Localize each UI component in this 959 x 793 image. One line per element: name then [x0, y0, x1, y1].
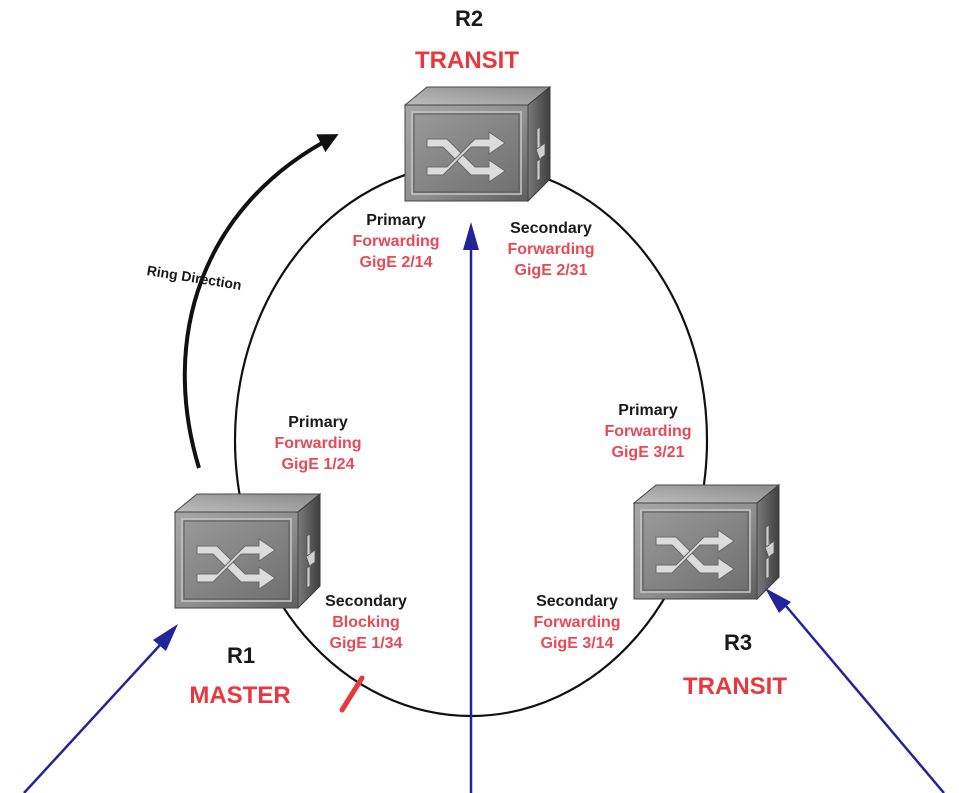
port-title: Secondary	[325, 593, 407, 610]
port-state: Forwarding	[274, 435, 362, 452]
switch-icon-r3[interactable]	[633, 484, 780, 600]
port-title: Secondary	[536, 593, 618, 610]
switch-icon-r2[interactable]	[404, 86, 551, 202]
blocking-mark	[339, 675, 365, 713]
router-role-r1: MASTER	[189, 682, 291, 709]
switch-icon-r1[interactable]	[174, 493, 321, 609]
port-title: Primary	[366, 212, 426, 229]
port-interface: GigE 1/34	[329, 635, 403, 652]
port-r2-secondary: Secondary Forwarding GigE 2/31	[507, 218, 594, 281]
port-r3-primary: Primary Forwarding GigE 3/21	[604, 400, 691, 463]
traffic-arrow-left	[23, 644, 161, 793]
router-role-r2: TRANSIT	[415, 47, 519, 74]
port-state: Blocking	[332, 614, 400, 631]
router-role-r3: TRANSIT	[683, 673, 787, 700]
port-interface: GigE 2/14	[359, 254, 433, 271]
port-r1-secondary: Secondary Blocking GigE 1/34	[325, 591, 407, 654]
router-name-r1: R1	[226, 643, 256, 668]
port-title: Secondary	[510, 220, 592, 237]
port-state: Forwarding	[507, 241, 595, 258]
port-r2-primary: Primary Forwarding GigE 2/14	[352, 210, 439, 273]
ring-direction-arrow	[182, 134, 339, 469]
port-interface: GigE 3/14	[540, 635, 614, 652]
port-state: Forwarding	[533, 614, 621, 631]
port-state: Forwarding	[604, 423, 692, 440]
port-interface: GigE 1/24	[281, 456, 355, 473]
port-r3-secondary: Secondary Forwarding GigE 3/14	[533, 591, 620, 654]
router-name-r2: R2	[454, 6, 484, 31]
traffic-arrow-right	[785, 605, 945, 793]
port-interface: GigE 2/31	[514, 262, 588, 279]
port-r1-primary: Primary Forwarding GigE 1/24	[274, 412, 361, 475]
port-title: Primary	[618, 402, 678, 419]
port-title: Primary	[288, 414, 348, 431]
router-name-r3: R3	[723, 630, 753, 655]
port-interface: GigE 3/21	[611, 444, 685, 461]
port-state: Forwarding	[352, 233, 440, 250]
